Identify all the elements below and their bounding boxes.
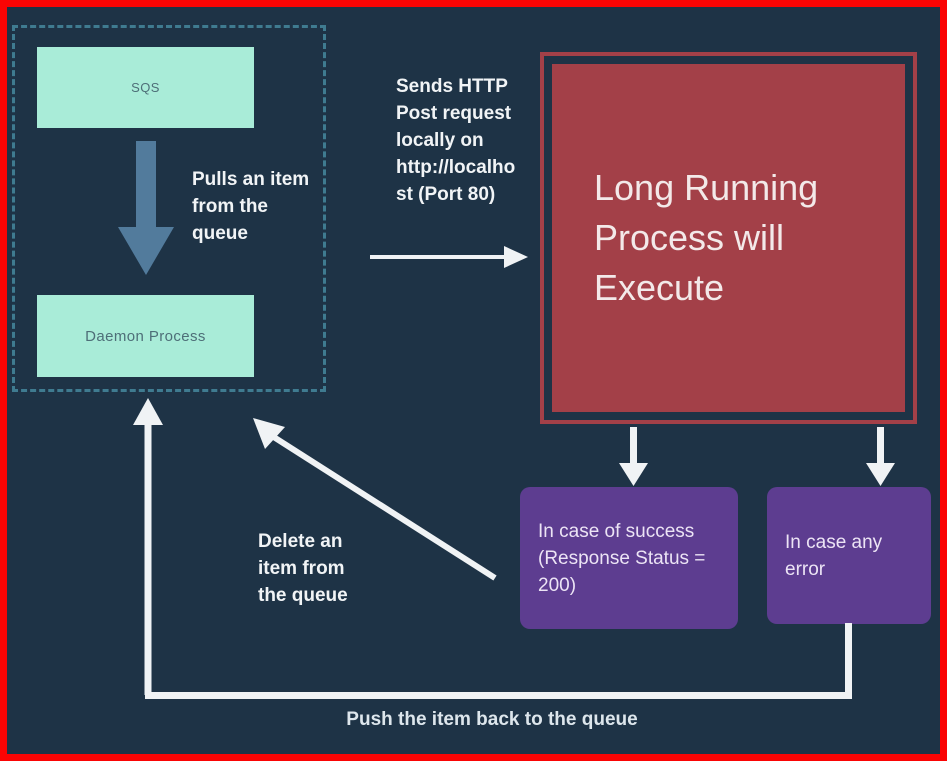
sqs-box: SQS [37,47,254,128]
pull-caption: Pulls an item from the queue [192,169,310,244]
success-branch-label: In case of success (Response Status = 20… [538,520,706,596]
push-back-caption: Push the item back to the queue [346,709,638,730]
queue-return-arrow [133,398,163,695]
http-request-arrow [370,246,528,268]
http-request-caption: Sends HTTP Post request locally on http:… [396,76,516,205]
daemon-process-label: Daemon Process [85,327,206,345]
long-running-process-box: Long Running Process will Execute [540,52,917,424]
error-branch-label: In case any error [785,531,883,580]
error-return-line-vertical [845,623,852,696]
queue-group-outline [12,25,326,392]
delete-caption: Delete an item from the queue [258,531,348,606]
success-branch-arrow [619,427,648,486]
daemon-process-box: Daemon Process [37,295,254,377]
sqs-box-label: SQS [131,80,160,95]
success-branch-box: In case of success (Response Status = 20… [520,487,738,629]
long-running-process-label: Long Running Process will Execute [552,64,905,412]
queue-pull-arrow [118,141,174,275]
error-branch-box: In case any error [767,487,931,624]
push-back-line-horizontal [145,692,852,699]
delete-return-arrow [253,418,497,581]
error-branch-arrow [866,427,895,486]
